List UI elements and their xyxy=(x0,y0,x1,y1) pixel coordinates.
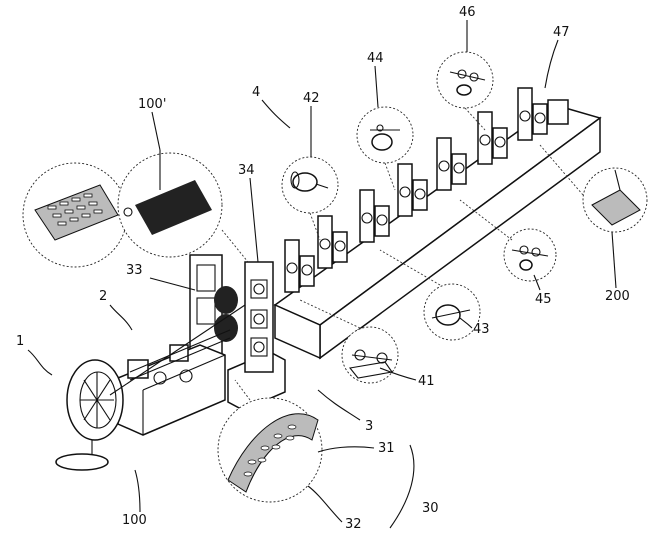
detail-mesh-100-prime xyxy=(118,150,222,257)
detail-roller-45 xyxy=(504,229,556,281)
detail-roller-46 xyxy=(437,52,493,108)
label-44: 44 xyxy=(367,51,384,66)
detail-roller-41 xyxy=(342,327,398,383)
label-2: 2 xyxy=(99,289,107,304)
label-4: 4 xyxy=(252,85,260,100)
label-46: 46 xyxy=(459,5,476,20)
label-32: 32 xyxy=(345,517,362,532)
detail-product-200 xyxy=(583,168,647,232)
label-30: 30 xyxy=(422,501,439,516)
detail-perforated-sheet xyxy=(218,398,322,502)
label-1: 1 xyxy=(16,334,24,349)
label-42: 42 xyxy=(303,91,320,106)
detail-roller-43 xyxy=(424,284,480,340)
label-33: 33 xyxy=(126,263,143,278)
label-47: 47 xyxy=(553,25,570,40)
detail-roller-44 xyxy=(357,107,413,163)
label-34: 34 xyxy=(238,163,255,178)
detail-mesh-100 xyxy=(23,163,127,267)
label-3: 3 xyxy=(365,419,373,434)
label-45: 45 xyxy=(535,292,552,307)
label-200: 200 xyxy=(605,289,630,304)
detail-roller-42 xyxy=(282,157,338,213)
uncoiler-reel xyxy=(56,360,123,470)
label-100: 100 xyxy=(122,513,147,528)
label-100-prime: 100' xyxy=(138,97,166,112)
label-43: 43 xyxy=(473,322,490,337)
label-31: 31 xyxy=(378,441,395,456)
label-41: 41 xyxy=(418,374,435,389)
